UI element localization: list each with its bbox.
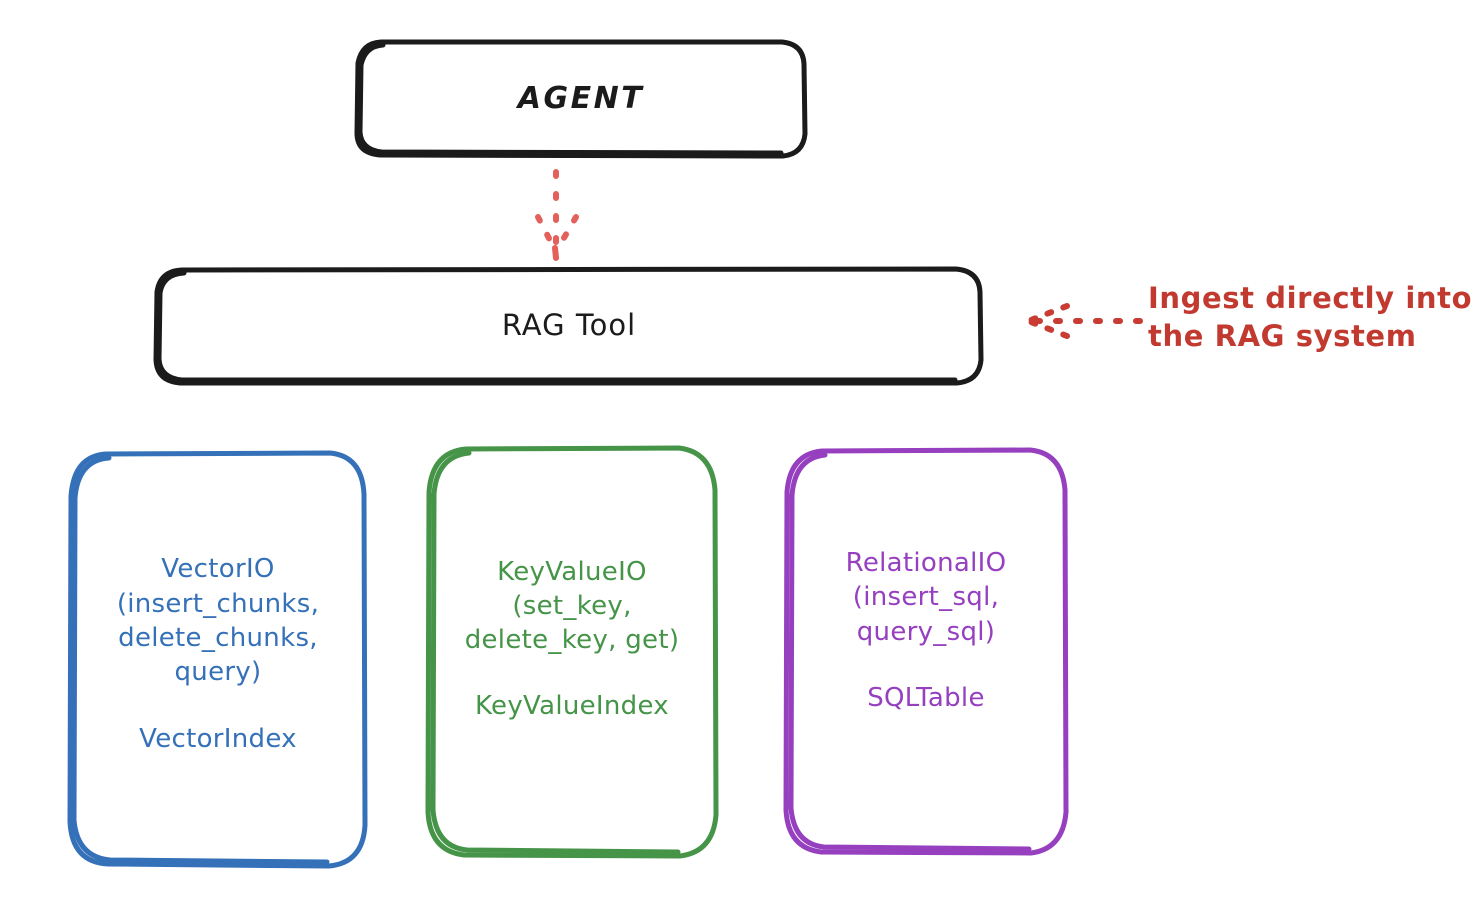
- key-value-io-label: KeyValueIO (set_key, delete_key, get): [464, 556, 680, 656]
- key-value-io-sub-label: KeyValueIndex: [474, 691, 669, 722]
- node-relational-io[interactable]: RelationalIO (insert_sql, query_sql) SQL…: [786, 450, 1066, 853]
- node-key-value-io[interactable]: KeyValueIO (set_key, delete_key, get) Ke…: [428, 448, 716, 856]
- ingest-connector-arrow: [1028, 303, 1143, 339]
- node-agent-label: AGENT: [517, 81, 645, 116]
- relational-io-sub-label: SQLTable: [867, 682, 985, 713]
- relational-io-text-stack: RelationalIO (insert_sql, query_sql) SQL…: [786, 546, 1066, 713]
- key-value-io-text-stack: KeyValueIO (set_key, delete_key, get) Ke…: [428, 555, 716, 722]
- node-rag-tool-label: RAG Tool: [501, 308, 637, 343]
- vector-io-sub-label: VectorIndex: [139, 723, 297, 754]
- node-agent[interactable]: AGENT: [356, 41, 806, 156]
- node-vector-io[interactable]: VectorIO (insert_chunks, delete_chunks, …: [70, 452, 366, 866]
- annotation-ingest-text: Ingest directly into the RAG system: [1148, 281, 1473, 353]
- node-rag-tool[interactable]: RAG Tool: [156, 269, 982, 383]
- vector-io-text-stack: VectorIO (insert_chunks, delete_chunks, …: [70, 552, 366, 753]
- relational-io-label: RelationalIO (insert_sql, query_sql): [845, 548, 1007, 647]
- agent-to-rag-connector: [535, 169, 579, 261]
- vector-io-label: VectorIO (insert_chunks, delete_chunks, …: [116, 554, 320, 688]
